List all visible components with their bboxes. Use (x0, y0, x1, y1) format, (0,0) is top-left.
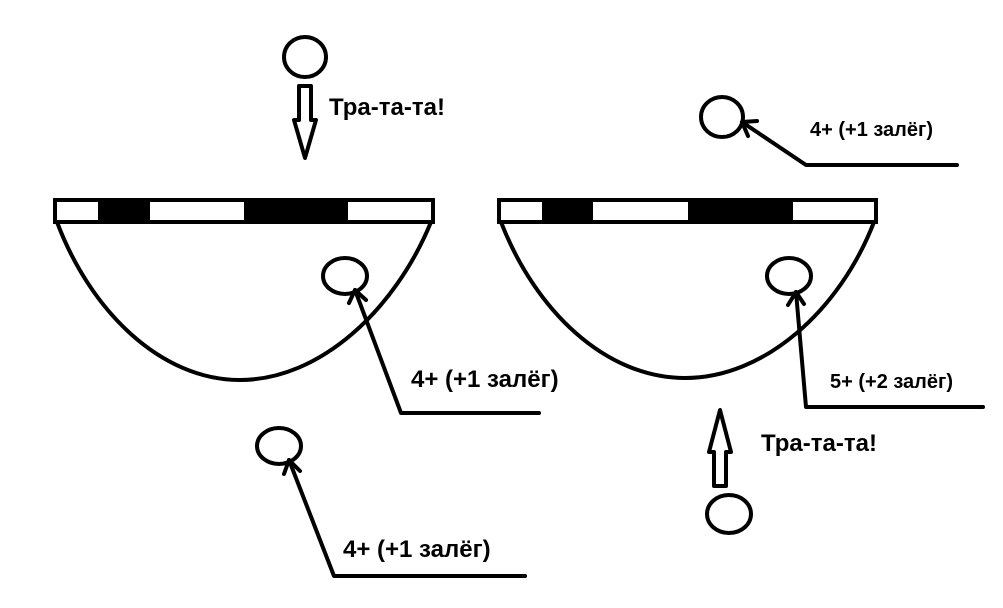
right-outside-unit-marker (699, 95, 745, 139)
right-up-arrow-icon (707, 408, 733, 488)
left-outside-unit-marker (255, 426, 303, 466)
left-roof-dark-segment-2 (244, 200, 348, 222)
right-outside-pointer-head (740, 119, 759, 138)
left-inside-unit-marker (321, 256, 369, 296)
left-bunker-bowl (55, 220, 433, 382)
right-shout-label: Тра-та-та! (761, 430, 877, 457)
left-inside-pointer-head (347, 288, 368, 305)
right-outside-label: 4+ (+1 залёг) (810, 119, 933, 141)
right-outside-pointer (740, 120, 959, 167)
right-inside-label: 5+ (+2 залёг) (830, 371, 953, 393)
left-shout-label: Тра-та-та! (329, 94, 445, 121)
right-incoming-unit-marker (705, 493, 753, 535)
right-inside-unit-marker (765, 256, 813, 296)
left-outside-label: 4+ (+1 залёг) (343, 536, 491, 563)
left-outside-pointer-head (282, 458, 302, 476)
right-roof-dark-segment-1 (542, 200, 593, 222)
left-down-arrow-icon (292, 84, 318, 160)
left-roof-dark-segment-1 (98, 200, 150, 222)
right-inside-pointer-head (786, 290, 806, 307)
right-panel: 4+ (+1 залёг) 5+ (+2 залёг) Тра-та-та! (497, 95, 985, 535)
left-panel: Тра-та-та! 4+ (+1 залёг) 4+ (+1 залёг) (53, 35, 559, 578)
right-inside-pointer (794, 290, 985, 409)
right-roof-dark-segment-2 (688, 200, 793, 222)
left-outside-pointer (287, 458, 527, 578)
right-bunker-bowl (499, 220, 876, 380)
left-incoming-unit-marker (282, 35, 328, 79)
left-inside-label: 4+ (+1 залёг) (411, 366, 559, 393)
left-inside-pointer (353, 288, 541, 415)
